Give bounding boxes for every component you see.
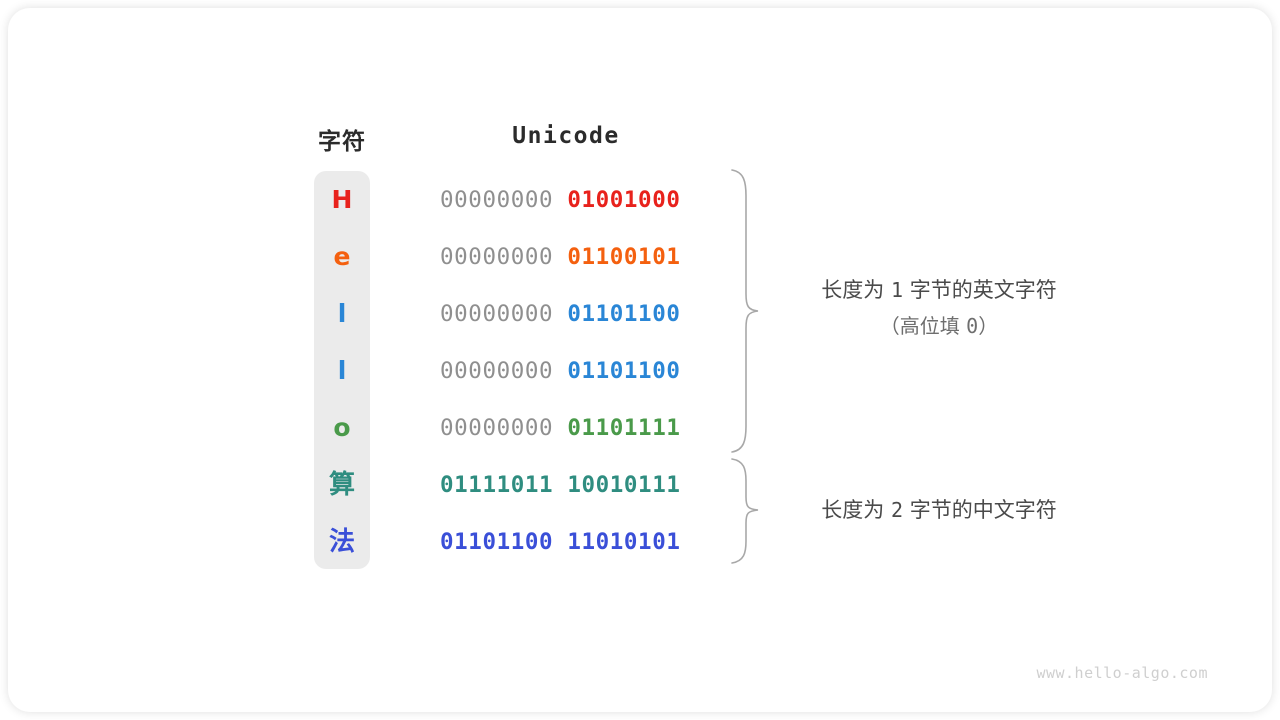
character-cell: o bbox=[333, 413, 351, 442]
annotation-suffix: 字节的中文字符 bbox=[903, 498, 1057, 522]
annotation-text: 长度为 1 字节的英文字符 （高位填 0） bbox=[784, 272, 1094, 344]
binary-significant-bytes: 01101100 bbox=[567, 358, 681, 384]
annotation-suffix: 字节的英文字符 bbox=[903, 278, 1057, 302]
binary-significant-bytes: 01001000 bbox=[567, 187, 681, 213]
character-cell: 算 bbox=[328, 470, 355, 500]
binary-significant-bytes: 01101111 bbox=[567, 415, 681, 441]
character-cell: H bbox=[331, 185, 353, 214]
character-cell: e bbox=[333, 242, 351, 271]
binary-significant-bytes: 01101100 bbox=[567, 301, 681, 327]
binary-significant-bytes: 01101100 11010101 bbox=[440, 529, 681, 555]
annotation-sub-line: （高位填 0） bbox=[784, 308, 1094, 344]
character-column-background bbox=[314, 171, 370, 569]
binary-padding: 00000000 bbox=[440, 358, 568, 384]
binary-cell: 00000000 01001000 bbox=[440, 185, 696, 215]
binary-significant-bytes: 01100101 bbox=[567, 244, 681, 270]
figure-card: 字符 Unicode H 00000000 01001000 e 00000000 0… bbox=[8, 8, 1272, 712]
column-header-character: 字符 bbox=[318, 128, 366, 154]
annotation-pad-value: 0 bbox=[966, 314, 979, 338]
binary-cell: 00000000 01100101 bbox=[440, 242, 696, 272]
annotation-main-line: 长度为 2 字节的中文字符 bbox=[821, 498, 1056, 522]
annotation-byte-count: 2 bbox=[890, 498, 904, 522]
character-cell: l bbox=[337, 356, 347, 385]
binary-cell: 01101100 11010101 bbox=[440, 527, 696, 557]
binary-cell: 00000000 01101100 bbox=[440, 356, 696, 386]
brace-chinese-characters bbox=[731, 458, 759, 564]
annotation-text: 长度为 2 字节的中文字符 bbox=[784, 492, 1094, 528]
annotation-prefix: 长度为 bbox=[821, 498, 891, 522]
column-header-unicode: Unicode bbox=[512, 123, 620, 149]
binary-padding: 00000000 bbox=[440, 415, 568, 441]
binary-padding: 00000000 bbox=[440, 244, 568, 270]
binary-significant-bytes: 01111011 10010111 bbox=[440, 472, 681, 498]
binary-padding: 00000000 bbox=[440, 187, 568, 213]
annotation-sub-suffix: ） bbox=[978, 314, 999, 338]
binary-padding: 00000000 bbox=[440, 301, 568, 327]
character-cell: l bbox=[337, 299, 347, 328]
watermark: www.hello-algo.com bbox=[1036, 664, 1208, 682]
binary-cell: 01111011 10010111 bbox=[440, 470, 696, 500]
annotation-sub-prefix: （高位填 bbox=[879, 314, 967, 338]
binary-cell: 00000000 01101111 bbox=[440, 413, 696, 443]
binary-cell: 00000000 01101100 bbox=[440, 299, 696, 329]
annotation-byte-count: 1 bbox=[890, 278, 904, 302]
annotation-main-line: 长度为 1 字节的英文字符 bbox=[821, 278, 1056, 302]
annotation-prefix: 长度为 bbox=[821, 278, 891, 302]
character-cell: 法 bbox=[328, 527, 355, 557]
brace-english-characters bbox=[731, 169, 759, 453]
